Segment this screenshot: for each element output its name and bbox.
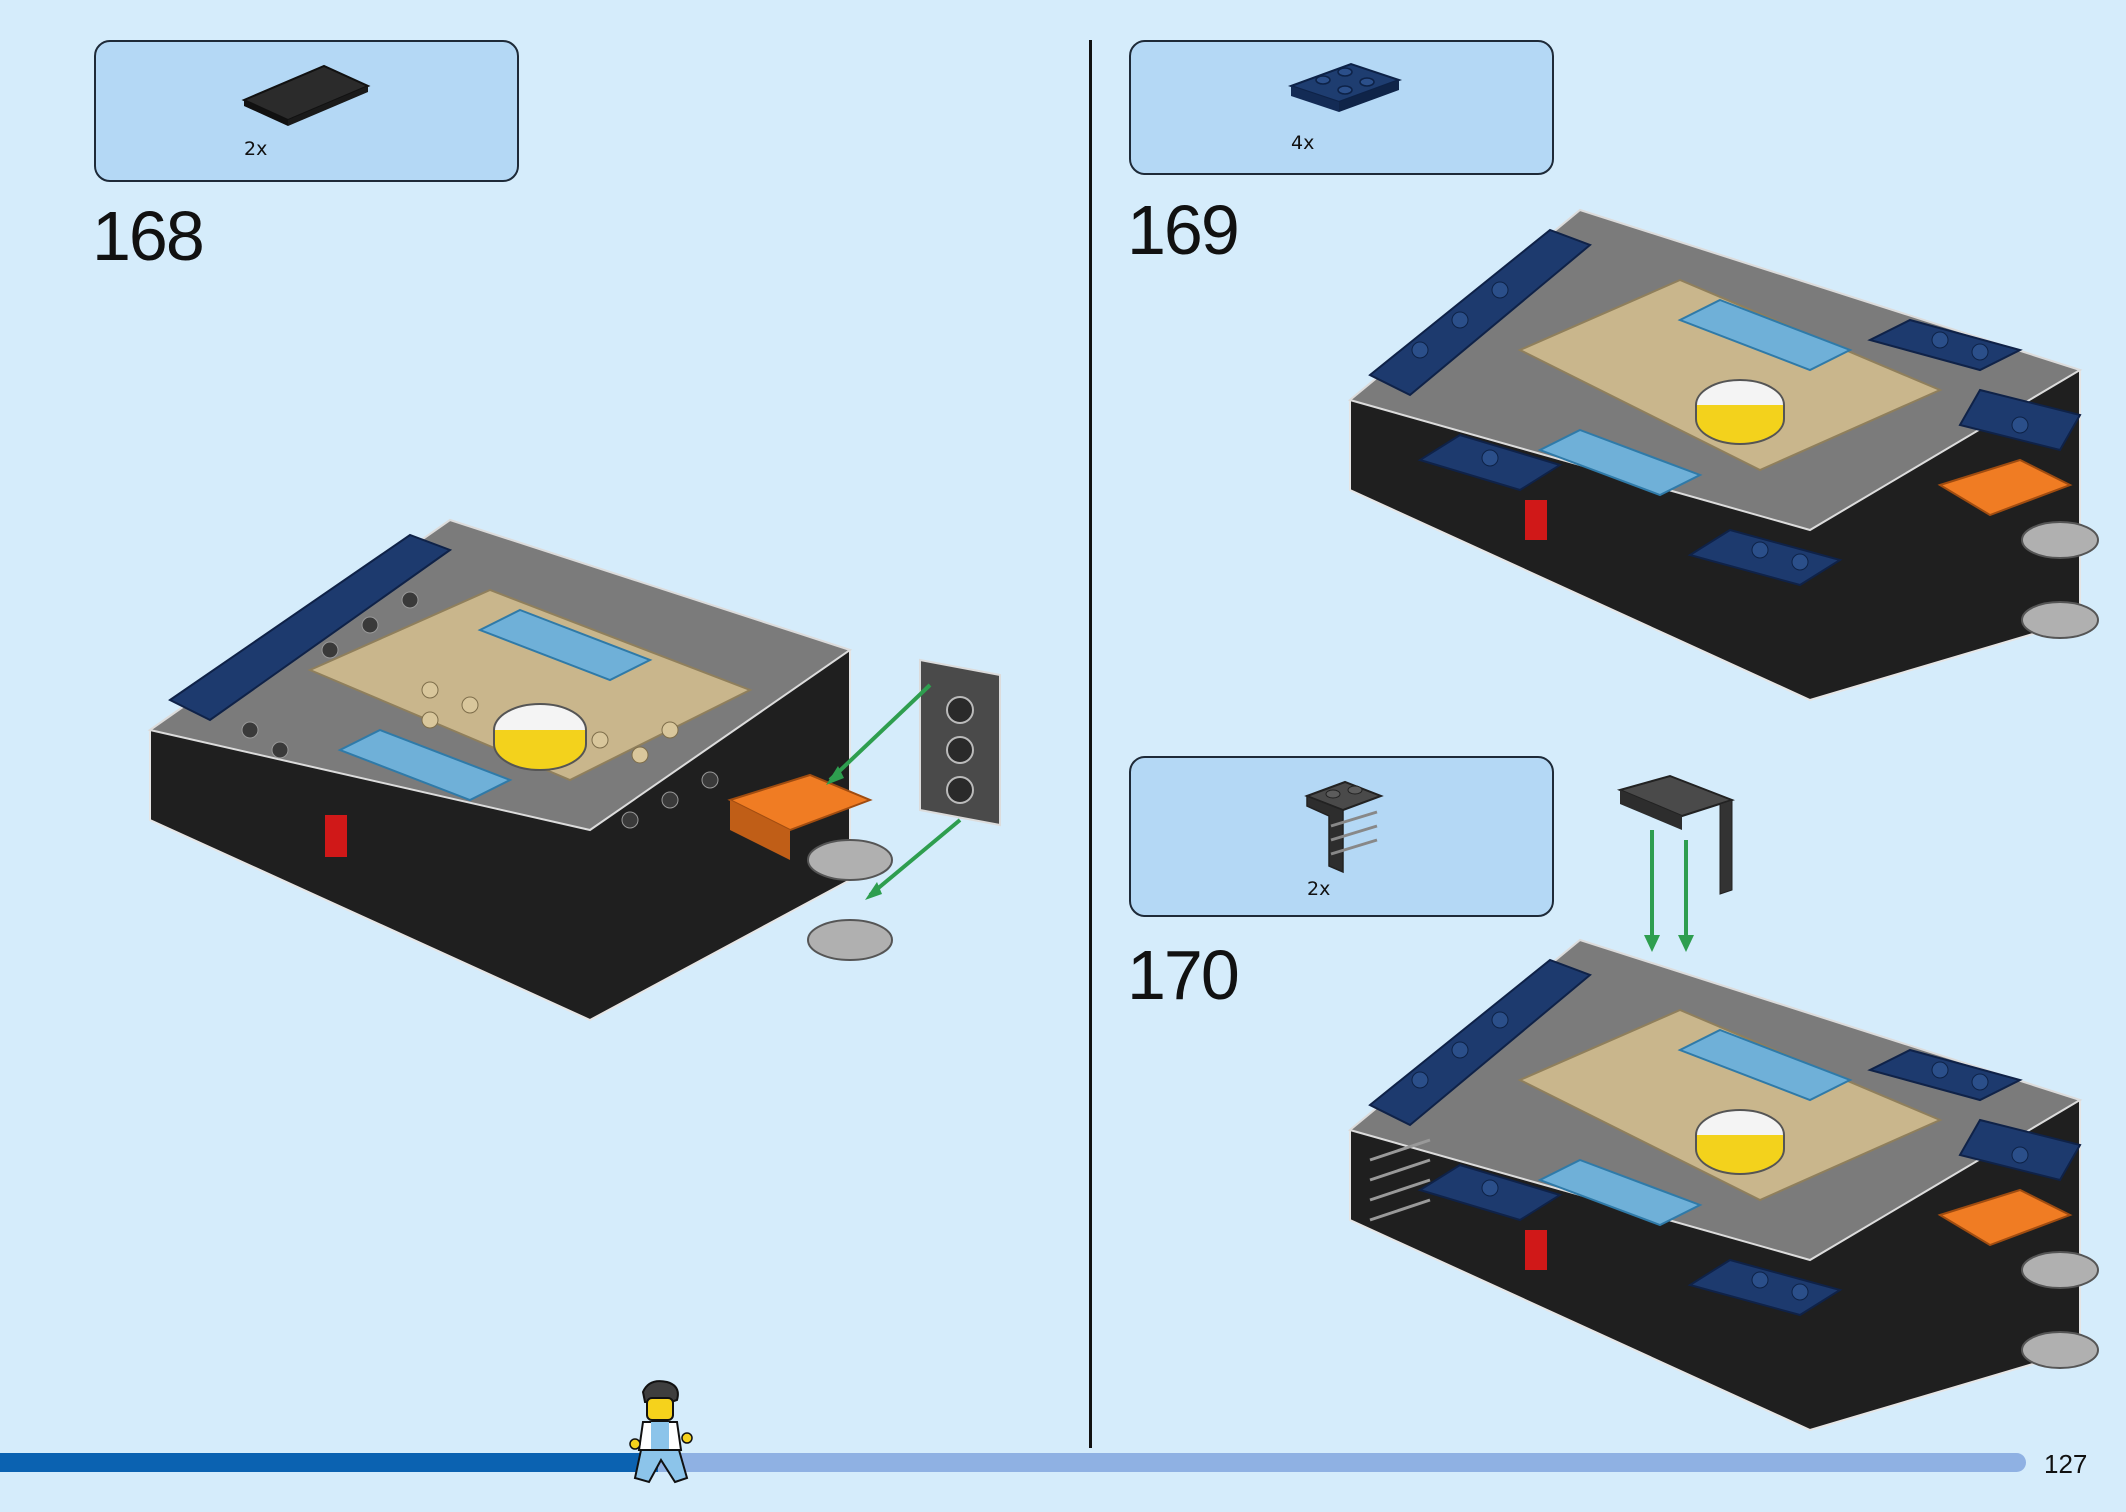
minifigure-icon bbox=[629, 1380, 693, 1484]
build-illustration-168 bbox=[147, 518, 1001, 1022]
step-number-168: 168 bbox=[92, 197, 205, 275]
build-illustration-170 bbox=[1347, 774, 2099, 1432]
plate-part-icon bbox=[1287, 62, 1403, 112]
part-quantity: 2x bbox=[244, 138, 268, 160]
page-divider bbox=[1089, 40, 1092, 1448]
step-number-169: 169 bbox=[1127, 191, 1240, 269]
parts-callout-169: 4x bbox=[1129, 40, 1554, 175]
tile-part-icon bbox=[241, 64, 371, 126]
part-quantity: 4x bbox=[1291, 132, 1315, 154]
page-number: 127 bbox=[2044, 1449, 2088, 1479]
build-illustration-169 bbox=[1347, 208, 2099, 702]
part-quantity: 2x bbox=[1307, 878, 1331, 900]
progress-bar-fill bbox=[0, 1453, 659, 1472]
parts-callout-170: 2x bbox=[1129, 756, 1554, 917]
parts-callout-168: 2x bbox=[94, 40, 519, 182]
step-number-170: 170 bbox=[1127, 936, 1240, 1014]
progress-bar bbox=[0, 1453, 2026, 1472]
bracket-part-icon bbox=[1304, 780, 1384, 874]
